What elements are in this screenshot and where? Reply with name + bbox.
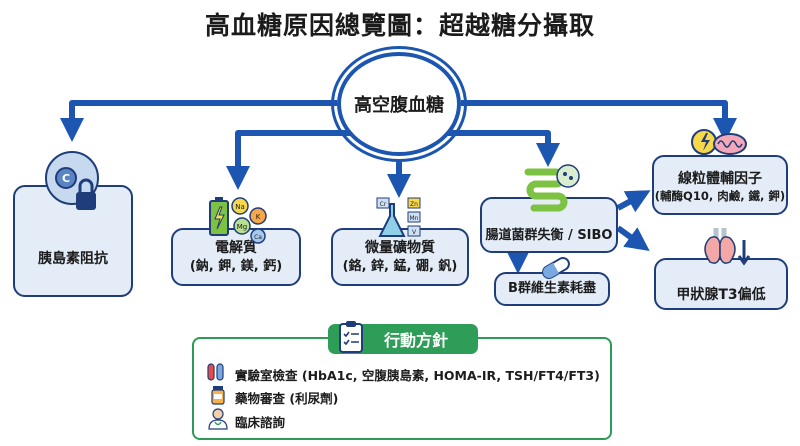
action-item-lab-tests: 實驗室檢查 (HbA1c, 空腹胰島素, HOMA-IR, TSH/FT4/FT… <box>235 368 600 383</box>
electrolytes-subtitle: (鈉, 鉀, 鎂, 鈣) <box>189 258 283 274</box>
node-low-t3-thyroid: 甲狀腺T3偏低 <box>654 258 788 310</box>
symbol-na: Na <box>235 203 245 211</box>
intestine-icon <box>524 164 580 212</box>
action-item-clinical-consultation: 臨床諮詢 <box>235 415 286 430</box>
action-plan-title: 行動方針 <box>383 331 448 350</box>
action-item-medication-review: 藥物審查 (利尿劑) <box>235 391 339 406</box>
svg-text:C: C <box>62 172 70 185</box>
trace-minerals-title: 微量礦物質 <box>365 239 435 256</box>
battery-icon <box>209 197 229 236</box>
electrolytes-title: 電解質 <box>215 239 257 256</box>
symbol-mg: Mg <box>237 223 247 231</box>
electrolyte-symbols: Na K Mg Ca <box>231 197 267 244</box>
center-node-high-fasting-glucose: 高空腹血糖 <box>331 46 467 162</box>
diagram-title: 高血糖原因總覽圖：超越糖分攝取 <box>204 11 595 40</box>
pill-icon <box>542 257 570 279</box>
clipboard-icon <box>339 321 363 353</box>
arrow-to-gut <box>440 130 560 167</box>
flask-icon: Cr Zn Mn V <box>376 197 421 237</box>
thyroid-label: 甲狀腺T3偏低 <box>676 286 766 303</box>
mito-title: 線粒體輔因子 <box>678 170 762 187</box>
symbol-k: K <box>256 213 261 221</box>
arrow-to-insulin-resistance <box>60 100 337 142</box>
b-vitamins-label: B群維生素耗盡 <box>508 281 596 297</box>
thyroid-icon <box>704 228 751 266</box>
gut-label: 腸道菌群失衡 / SIBO <box>485 228 613 244</box>
doctor-icon <box>208 408 228 430</box>
symbol-mn: Mn <box>410 215 419 222</box>
arrow-to-mitochondrial <box>461 100 737 142</box>
node-mitochondrial-cofactors: 線粒體輔因子 (輔酶Q10, 肉鹼, 鐵, 鉀) <box>652 155 788 215</box>
symbol-zn: Zn <box>410 201 418 208</box>
action-plan-panel <box>192 337 612 440</box>
mitochondria-icon <box>691 129 747 155</box>
center-label: 高空腹血糖 <box>354 95 444 116</box>
arrow-gut-to-thyroid <box>616 225 650 252</box>
arrow-to-electrolytes <box>226 130 360 190</box>
symbol-ca: Ca <box>254 234 262 241</box>
mito-subtitle: (輔酶Q10, 肉鹼, 鐵, 鉀) <box>654 188 786 203</box>
arrow-gut-to-mitochondrial <box>616 190 651 213</box>
test-tube-icon <box>207 363 224 381</box>
symbol-cr: Cr <box>380 201 387 208</box>
cell-lock-icon: C <box>45 151 99 210</box>
trace-minerals-subtitle: (鉻, 鋅, 錳, 硼, 釩) <box>342 258 458 274</box>
insulin-resistance-label: 胰島素阻抗 <box>38 250 108 267</box>
medicine-bottle-icon <box>211 386 225 405</box>
symbol-v: V <box>412 229 417 236</box>
